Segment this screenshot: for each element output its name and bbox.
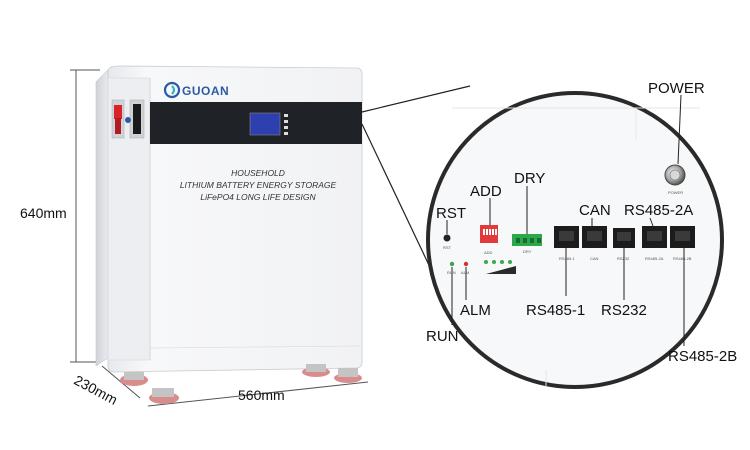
add-panel-label: ADD (484, 250, 493, 255)
port-rs485-1 (554, 226, 579, 248)
can-panel-label: CAN (590, 256, 599, 261)
rs485-1-panel-label: RS485-1 (559, 256, 576, 261)
display-buttons (284, 114, 288, 135)
dimension-height (70, 69, 100, 363)
dry-panel-label: DRY (523, 249, 532, 254)
port-rs485-2b (670, 226, 695, 248)
label-line-1: HOUSEHOLD (231, 168, 285, 178)
callout-leaders (446, 94, 685, 346)
label-line-3: LiFePO4 LONG LIFE DESIGN (200, 192, 316, 202)
dimension-width (147, 381, 369, 407)
battery-cabinet: GUOAN HOUSEHOLD LITHIUM BATTERY ENERGY S… (95, 65, 363, 373)
callout-rs232: RS232 (601, 302, 647, 319)
port-rs232 (613, 228, 635, 248)
run-panel-label: RUN (447, 270, 456, 275)
callout-rs485-2a: RS485-2A (624, 202, 693, 219)
callout-run: RUN (426, 328, 459, 345)
alm-panel-label: ALM (461, 270, 469, 275)
callout-rs485-1: RS485-1 (526, 302, 585, 319)
zoom-detail-circle: RST ADD DRY RUN ALM (426, 91, 724, 389)
callout-can: CAN (579, 202, 611, 219)
soc-leds (484, 260, 516, 274)
power-terminals (111, 99, 145, 139)
power-panel-label: POWER (668, 190, 683, 195)
port-rs485-2a (642, 226, 667, 248)
lcd-display (249, 112, 281, 136)
run-led (449, 261, 455, 267)
callout-alm: ALM (460, 302, 491, 319)
callout-dry: DRY (514, 170, 545, 187)
callout-rst: RST (436, 205, 466, 222)
rst-button (443, 234, 451, 242)
callout-power: POWER (648, 80, 705, 97)
callout-add: ADD (470, 183, 502, 200)
rst-panel-label: RST (443, 245, 452, 250)
cabinet-feet (120, 364, 362, 404)
width-label: 560mm (238, 387, 285, 403)
port-can (582, 226, 607, 248)
alm-led (463, 261, 469, 267)
rs485-2a-panel-label: RS485-2A (645, 256, 664, 261)
brand-name: GUOAN (182, 84, 229, 98)
rs485-2b-panel-label: RS485-2B (673, 256, 692, 261)
depth-label: 230mm (72, 372, 121, 408)
height-label: 640mm (20, 205, 67, 221)
brand-logo (163, 81, 181, 99)
label-line-2: LITHIUM BATTERY ENERGY STORAGE (180, 180, 337, 190)
callout-rs485-2b: RS485-2B (668, 348, 737, 365)
